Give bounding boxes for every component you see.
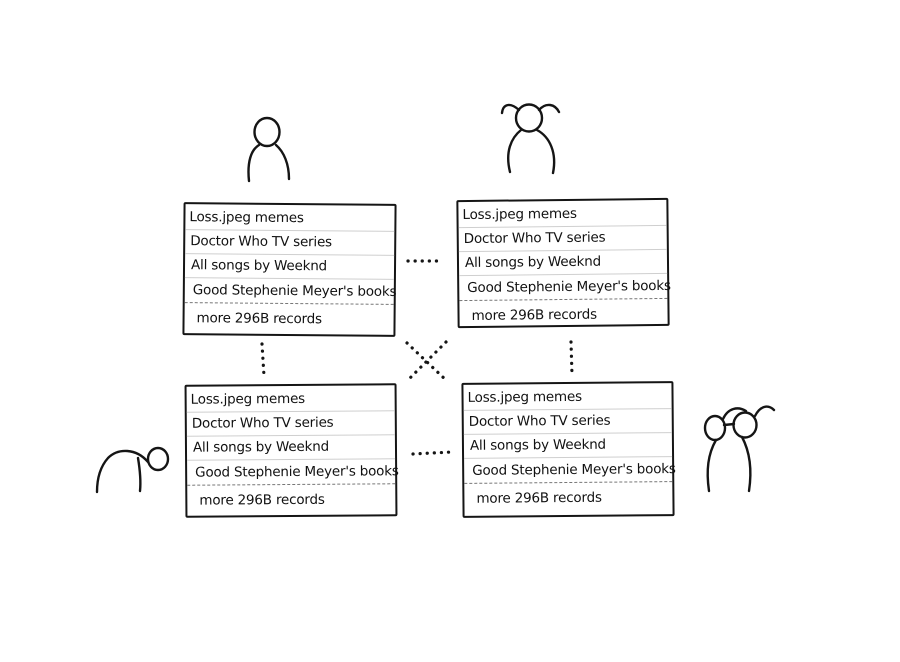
connection-diagonal-2 xyxy=(405,340,448,383)
record-item: All songs by Weeknd xyxy=(458,249,668,277)
record-item: Loss.jpeg memes xyxy=(463,385,672,411)
more-records-label: more 296B records xyxy=(476,489,602,507)
glasses-person-icon xyxy=(703,405,776,493)
connection-left xyxy=(260,342,266,378)
connection-diagonal-1 xyxy=(405,341,450,384)
record-item: All songs by Weeknd xyxy=(186,435,396,461)
record-item: Loss.jpeg memes xyxy=(458,201,667,229)
crouching-person-icon xyxy=(95,446,170,494)
record-item: Doctor Who TV series xyxy=(185,230,395,256)
pigtails-person-icon xyxy=(500,103,561,175)
record-item: Doctor Who TV series xyxy=(463,409,672,435)
record-item: Good Stephenie Meyer's books xyxy=(184,278,396,305)
more-records-label: more 296B records xyxy=(471,306,597,324)
connection-bottom xyxy=(411,450,454,456)
database-bottom-left: Loss.jpeg memes Doctor Who TV series All… xyxy=(184,383,399,518)
database-bottom-right: Loss.jpeg memes Doctor Who TV series All… xyxy=(461,381,676,518)
database-top-left: Loss.jpeg memes Doctor Who TV series All… xyxy=(182,202,397,337)
record-item: All songs by Weeknd xyxy=(184,254,395,280)
connection-right xyxy=(569,340,574,377)
record-item: All songs by Weeknd xyxy=(463,433,673,459)
more-records-label: more 296B records xyxy=(199,491,325,509)
record-item: Doctor Who TV series xyxy=(458,225,667,253)
standing-person-icon xyxy=(247,116,291,183)
record-item: Loss.jpeg memes xyxy=(186,387,395,413)
record-item: Good Stephenie Meyer's books xyxy=(464,457,676,484)
more-records-label: more 296B records xyxy=(196,310,322,328)
database-top-right: Loss.jpeg memes Doctor Who TV series All… xyxy=(456,197,671,329)
record-item: Loss.jpeg memes xyxy=(185,206,395,232)
record-item: Doctor Who TV series xyxy=(186,411,395,437)
record-item: Good Stephenie Meyer's books xyxy=(187,459,399,486)
record-item: Good Stephenie Meyer's books xyxy=(459,273,671,302)
